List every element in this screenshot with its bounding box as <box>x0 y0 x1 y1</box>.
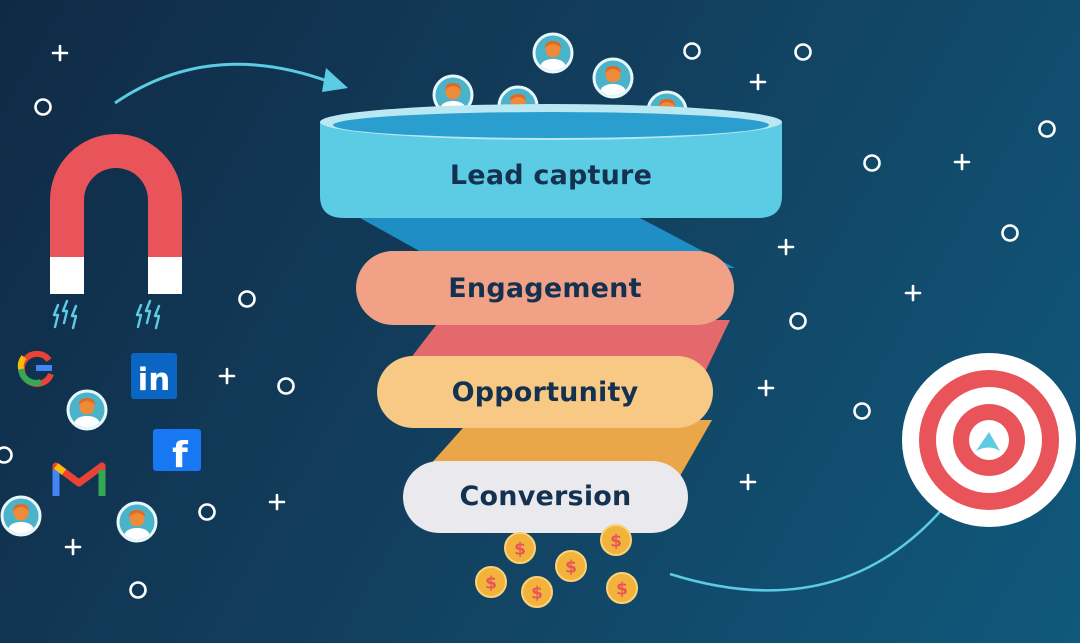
arrow-icon <box>114 62 331 105</box>
ring-decoration <box>198 503 216 521</box>
plus-decoration <box>268 493 286 511</box>
funnel-stage-lead-capture <box>320 104 782 218</box>
plus-decoration <box>777 238 795 256</box>
stage-label-conversion: Conversion <box>459 480 632 512</box>
ring-decoration <box>1001 224 1019 242</box>
plus-decoration <box>739 473 757 491</box>
ring-decoration <box>789 312 807 330</box>
svg-text:f: f <box>172 435 188 476</box>
ring-decoration <box>863 154 881 172</box>
funnel-stage-conversion <box>403 461 688 533</box>
ring-decoration <box>129 581 147 599</box>
linkedin-icon: in <box>131 353 177 399</box>
ring-decoration <box>683 42 701 60</box>
plus-decoration <box>953 153 971 171</box>
magnet-icon <box>50 134 182 330</box>
stage-label-lead-capture: Lead capture <box>449 159 653 191</box>
ring-decoration <box>0 446 13 464</box>
plus-decoration <box>749 73 767 91</box>
ring-decoration <box>277 377 295 395</box>
funnel-stage-engagement <box>356 251 734 325</box>
ring-decoration <box>34 98 52 116</box>
svg-text:in: in <box>138 362 171 398</box>
target-icon <box>902 353 1076 527</box>
dollar-coins <box>475 524 638 608</box>
ring-decoration <box>238 290 256 308</box>
plus-decoration <box>64 538 82 556</box>
ring-decoration <box>853 402 871 420</box>
plus-decoration <box>51 44 69 62</box>
plus-decoration <box>904 284 922 302</box>
arrow-head-icon <box>322 68 348 92</box>
google-icon <box>17 350 54 387</box>
ring-decoration <box>1038 120 1056 138</box>
gmail-icon <box>52 462 106 496</box>
decorative-symbols <box>0 42 1056 599</box>
ring-decoration <box>794 43 812 61</box>
plus-decoration <box>218 367 236 385</box>
stage-label-opportunity: Opportunity <box>451 376 639 408</box>
stage-label-engagement: Engagement <box>448 272 642 304</box>
funnel-stage-opportunity <box>377 356 713 428</box>
facebook-icon: f <box>153 429 201 476</box>
plus-decoration <box>757 379 775 397</box>
